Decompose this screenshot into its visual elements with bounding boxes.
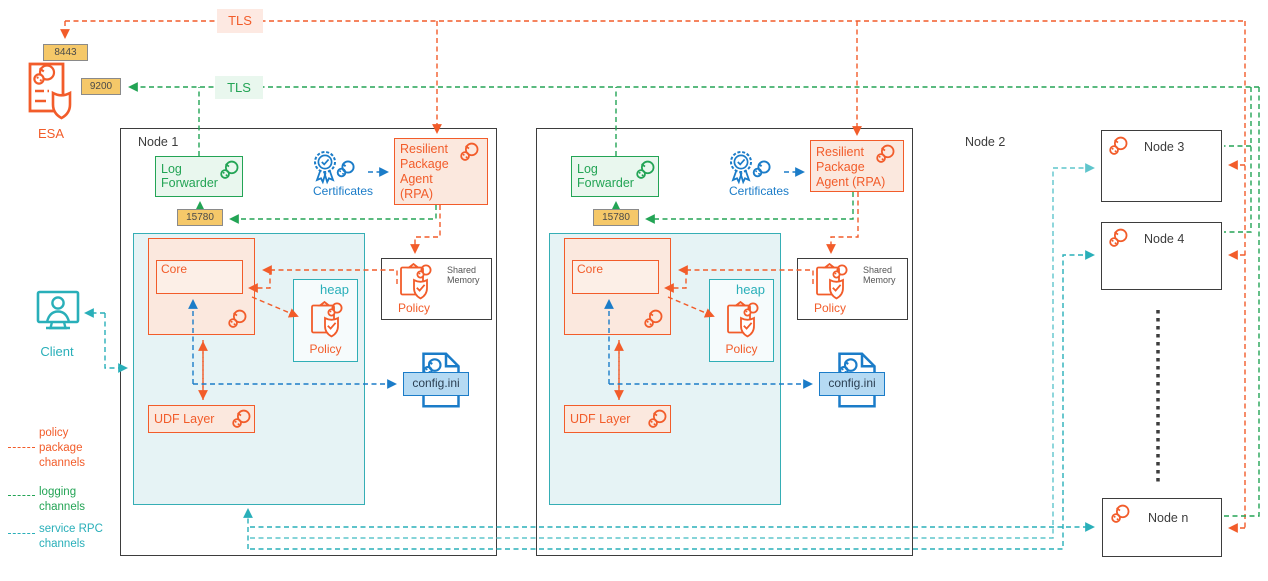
node1-udf-label: UDF Layer: [154, 412, 215, 426]
node2-sm-policy-label: Policy: [813, 301, 846, 315]
node2-config-banner: config.ini: [819, 372, 885, 396]
node1-heap-policy-label: Policy: [309, 342, 342, 356]
node3-bug-icon: [1107, 135, 1130, 158]
node1-rpa-label: Resilient Package Agent (RPA): [400, 142, 449, 202]
client-label: Client: [40, 344, 74, 359]
node4-title: Node 4: [1144, 232, 1185, 246]
node2-certificates-icon: [724, 148, 796, 188]
node1-rpa-line3: Agent: [400, 172, 433, 186]
node2-core-bug-icon: [642, 308, 665, 331]
port-8443-badge: 8443: [43, 44, 88, 61]
node1-rpa-bug-icon: [458, 141, 481, 164]
node1-core-bug-icon: [226, 308, 249, 331]
node1-certificates-label: Certificates: [312, 184, 374, 198]
wire-logging-right-vertical-outer: [1224, 87, 1260, 517]
client-icon: [34, 288, 82, 340]
node1-log-forwarder-label: Log Forwarder: [161, 162, 218, 191]
node2-udf-bug-icon: [646, 408, 669, 431]
node1-certificates-icon: [308, 148, 380, 188]
node2-log-forwarder-label: Log Forwarder: [577, 162, 634, 191]
node2-heap-label: heap: [736, 282, 765, 297]
node1-shared-memory-label: Shared Memory: [447, 265, 480, 286]
node2-shared-memory-label: Shared Memory: [863, 265, 896, 286]
node2-heap-policy-icon: [722, 300, 762, 340]
wire-logging-right-vertical-inner: [1224, 87, 1252, 233]
node1-heap-label: heap: [320, 282, 349, 297]
node2-rpa-line1: Resilient: [816, 145, 864, 159]
esa-icon: [27, 57, 75, 125]
node2-title: Node 2: [965, 135, 1006, 149]
node1-sm-policy-icon: [395, 262, 435, 302]
node-n-bug-icon: [1109, 503, 1132, 526]
legend-policy-label: policy package channels: [39, 427, 86, 469]
node1-core-label: Core: [161, 262, 188, 276]
port-9200-badge: 9200: [81, 78, 121, 95]
node3-box: [1101, 130, 1222, 202]
node3-title: Node 3: [1144, 140, 1185, 154]
node1-rpa-line1: Resilient: [400, 142, 448, 156]
node2-rpa-line3: Agent (RPA): [816, 175, 886, 189]
node1-rpa-line2: Package: [400, 157, 449, 171]
node2-log-forwarder-bug-icon: [634, 159, 657, 182]
node1-log-forwarder-bug-icon: [218, 159, 241, 182]
tls-policy-label: TLS: [217, 9, 263, 33]
legend-logging-dash: [8, 495, 35, 496]
node1-port-15780-badge: 15780: [177, 209, 223, 226]
node1-udf-bug-icon: [230, 408, 253, 431]
node1-sm-policy-label: Policy: [397, 301, 430, 315]
legend-rpc-label: service RPC channels: [39, 523, 103, 550]
node1-core-box: [156, 260, 243, 294]
node1-rpa-line4: (RPA): [400, 187, 434, 201]
node2-heap-policy-label: Policy: [725, 342, 758, 356]
node1-config-banner: config.ini: [403, 372, 469, 396]
legend-logging-label: logging channels: [39, 486, 86, 513]
node-n-box: [1102, 498, 1222, 557]
node1-title: Node 1: [138, 135, 179, 149]
node4-box: [1101, 222, 1222, 290]
node1-heap-policy-icon: [306, 300, 346, 340]
node2-port-15780-badge: 15780: [593, 209, 639, 226]
tls-logging-label: TLS: [215, 76, 263, 99]
node4-bug-icon: [1107, 227, 1130, 250]
legend-policy-dash: [8, 447, 35, 448]
node2-sm-policy-icon: [811, 262, 851, 302]
node2-udf-label: UDF Layer: [570, 412, 631, 426]
node2-core-label: Core: [577, 262, 604, 276]
node2-rpa-bug-icon: [874, 143, 897, 166]
node2-certificates-label: Certificates: [728, 184, 790, 198]
node-n-title: Node n: [1148, 511, 1189, 525]
legend-rpc-dash: [8, 533, 35, 534]
esa-label: ESA: [37, 126, 64, 141]
